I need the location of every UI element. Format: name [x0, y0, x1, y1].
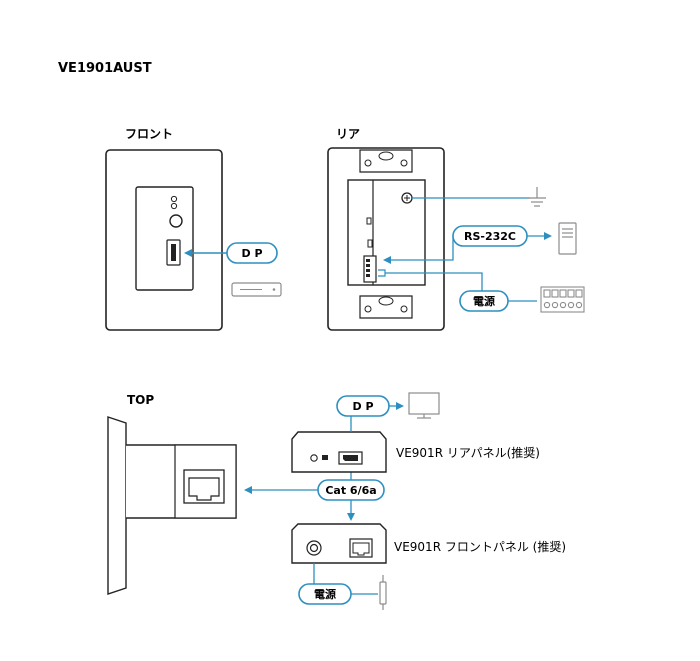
front-title: フロント [125, 127, 173, 141]
front-dp-label: D P [226, 242, 278, 264]
top-view-plate [107, 416, 237, 595]
dc-plug-icon [379, 575, 387, 610]
front-panel-caption: VE901R フロントパネル (推奨) [394, 540, 566, 554]
rear-power-label: 電源 [459, 290, 509, 312]
receiver-rear-panel [291, 431, 387, 473]
receiver-front-panel [291, 523, 387, 564]
cat-label: Cat 6/6a [317, 479, 385, 501]
rj45-port [183, 469, 225, 504]
pc-tower-icon [558, 222, 577, 255]
rear-title: リア [336, 127, 360, 141]
bottom-power-label: 電源 [298, 583, 352, 605]
svg-text:Cat 6/6a: Cat 6/6a [325, 484, 376, 497]
top-dp-label: D P [336, 395, 390, 417]
svg-text:RS-232C: RS-232C [464, 230, 516, 243]
model-title: VE1901AUST [58, 61, 152, 76]
source-device-icon [231, 282, 282, 297]
rs232c-label: RS-232C [452, 225, 528, 247]
svg-text:電源: 電源 [314, 587, 336, 601]
monitor-icon [408, 392, 440, 419]
front-wall-plate [105, 149, 223, 331]
svg-text:D P: D P [352, 400, 373, 413]
svg-text:D P: D P [241, 247, 262, 260]
rear-wall-plate [327, 147, 445, 331]
svg-text:電源: 電源 [473, 294, 495, 308]
ground-icon [528, 187, 546, 207]
terminal-block-icon [540, 286, 585, 313]
top-title: TOP [127, 393, 154, 407]
rear-panel-caption: VE901R リアパネル(推奨) [396, 446, 540, 460]
